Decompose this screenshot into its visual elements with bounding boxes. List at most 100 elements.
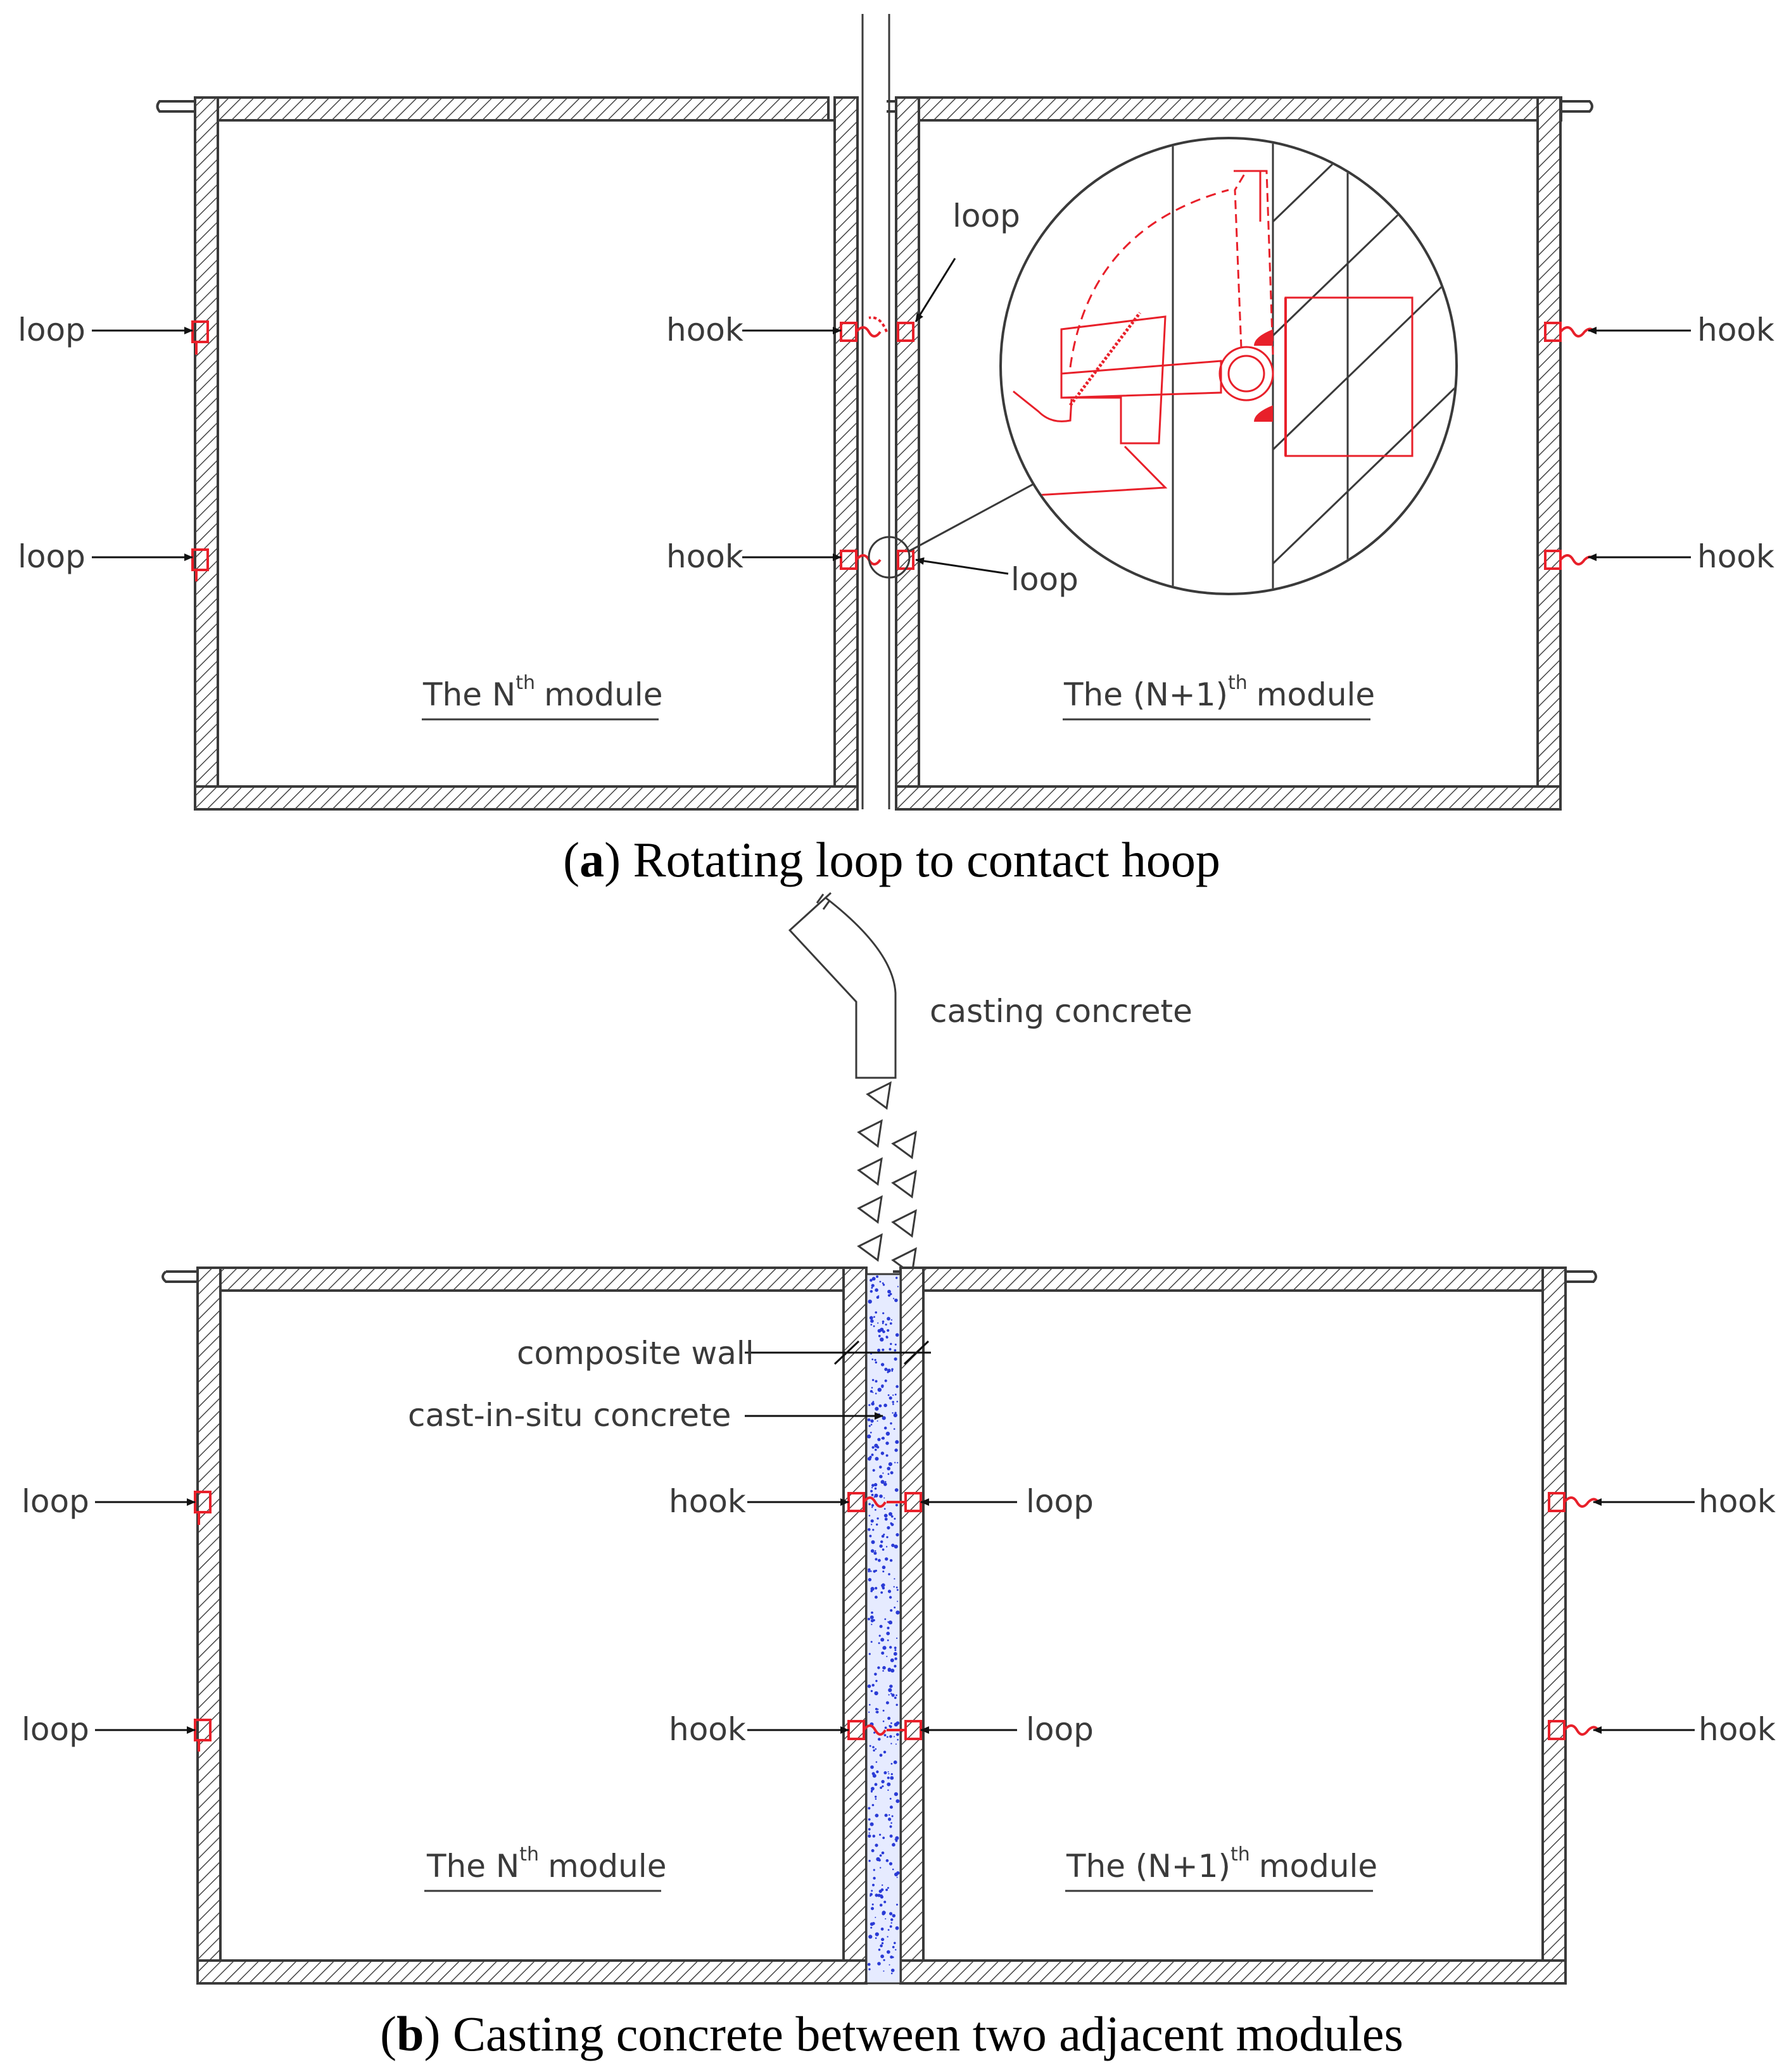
- aggregate-dot: [889, 1396, 892, 1400]
- aggregate-dot: [887, 1473, 890, 1475]
- aggregate-dot: [883, 1734, 887, 1737]
- aggregate-dot: [874, 1487, 877, 1490]
- aggregate-dot: [889, 1292, 892, 1296]
- aggregate-dot: [894, 1578, 895, 1580]
- aggregate-dot: [886, 1950, 890, 1954]
- aggregate-dot: [894, 1298, 898, 1303]
- aggregate-dot: [895, 1533, 899, 1537]
- aggregate-dot: [890, 1471, 894, 1475]
- aggregate-dot: [883, 1533, 885, 1536]
- aggregate-dot: [895, 1743, 897, 1745]
- aggregate-dot: [871, 1786, 875, 1791]
- aggregate-dot: [884, 1481, 887, 1483]
- aggregate-dot: [872, 1746, 875, 1748]
- aggregate-dot: [893, 1760, 897, 1764]
- hook-icon: [1559, 326, 1595, 338]
- aggregate-dot: [870, 1587, 875, 1591]
- aggregate-dot: [881, 1585, 884, 1588]
- aggregate-dot: [890, 1669, 895, 1673]
- aggregate-dot: [871, 1849, 875, 1852]
- aggregate-dot: [871, 1890, 873, 1892]
- aggregate-dot: [887, 1936, 889, 1938]
- hook-icon: [1563, 1724, 1598, 1736]
- aggregate-dot: [893, 1843, 895, 1845]
- label-hook: hook: [666, 538, 743, 575]
- aggregate-dot: [882, 1320, 885, 1323]
- aggregate-dot: [890, 1319, 892, 1321]
- aggregate-dot: [897, 1462, 899, 1463]
- aggregate-dot: [885, 1546, 888, 1548]
- aggregate-dot: [889, 1925, 892, 1928]
- aggregate-dot: [881, 1851, 885, 1855]
- aggregate-dot: [878, 1295, 880, 1297]
- aggregate-dot: [875, 1761, 878, 1763]
- aggregate-dot: [868, 1828, 871, 1831]
- aggregate-dot: [871, 1804, 875, 1807]
- label-loop: loop: [22, 1711, 89, 1748]
- aggregate-dot: [882, 1884, 883, 1886]
- aggregate-dot: [875, 1795, 877, 1798]
- aggregate-dot: [868, 1577, 872, 1582]
- aggregate-dot: [893, 1586, 895, 1588]
- aggregate-dot: [889, 1798, 892, 1800]
- aggregate-dot: [879, 1544, 883, 1548]
- aggregate-dot: [895, 1836, 899, 1840]
- aggregate-dot: [894, 1462, 896, 1463]
- aggregate-dot: [893, 1413, 897, 1418]
- aggregate-dot: [880, 1337, 884, 1342]
- aggregate-dot: [880, 1451, 885, 1455]
- aggregate-dot: [880, 1867, 882, 1869]
- annotations-a: [92, 258, 1691, 575]
- aggregate-dot: [883, 1513, 888, 1518]
- aggregate-dot: [890, 1743, 892, 1745]
- aggregate-dot: [892, 1412, 894, 1414]
- aggregate-dot: [890, 1973, 893, 1974]
- aggregate-dot: [875, 1288, 878, 1292]
- aggregate-dot: [882, 1312, 885, 1315]
- aggregate-dot: [875, 1711, 878, 1713]
- aggregate-dot: [878, 1738, 881, 1741]
- aggregate-dot: [872, 1469, 875, 1472]
- aggregate-dot: [889, 1684, 893, 1688]
- aggregate-dot: [888, 1688, 892, 1693]
- aggregate-dot: [887, 1467, 890, 1470]
- aggregate-dot: [889, 1805, 893, 1809]
- aggregate-dot: [870, 1524, 873, 1526]
- aggregate-dot: [871, 1493, 874, 1496]
- cast-in-situ-concrete: [865, 1273, 902, 1985]
- aggregate-dot: [894, 1343, 897, 1346]
- aggregate-dot: [877, 1666, 880, 1669]
- aggregate-dot: [887, 1776, 890, 1779]
- aggregate-dot: [882, 1322, 884, 1324]
- aggregate-dot: [892, 1403, 894, 1405]
- aggregate-dot: [884, 1814, 888, 1817]
- aggregate-dot: [889, 1814, 890, 1816]
- aggregate-dot: [868, 1617, 870, 1620]
- aggregate-dot: [877, 1348, 881, 1352]
- aggregate-dot: [894, 1696, 897, 1700]
- aggregate-dot: [876, 1275, 879, 1278]
- aggregate-dot: [875, 1558, 878, 1561]
- aggregate-dot: [890, 1515, 894, 1518]
- aggregate-dot: [872, 1883, 875, 1886]
- aggregate-dot: [890, 1722, 892, 1724]
- aggregate-dot: [883, 1959, 885, 1961]
- aggregate-dot: [891, 1370, 894, 1372]
- aggregate-dot: [870, 1589, 873, 1593]
- aggregate-dot: [879, 1465, 882, 1469]
- loop-icon: [868, 316, 888, 332]
- aggregate-dot: [868, 1515, 871, 1517]
- aggregate-dot: [891, 1543, 895, 1547]
- aggregate-dot: [872, 1835, 876, 1838]
- label-composite-wall: composite wall: [517, 1335, 754, 1372]
- aggregate-dot: [869, 1745, 871, 1747]
- aggregate-dot: [897, 1286, 899, 1287]
- aggregate-dot: [887, 1294, 891, 1297]
- aggregate-dot: [894, 1412, 897, 1414]
- module-left-b: [196, 1267, 868, 1985]
- aggregate-dot: [880, 1786, 882, 1790]
- aggregate-dot: [895, 1385, 899, 1388]
- aggregate-dot: [888, 1573, 890, 1576]
- aggregate-dot: [871, 1277, 876, 1281]
- aggregate-dot: [885, 1323, 887, 1326]
